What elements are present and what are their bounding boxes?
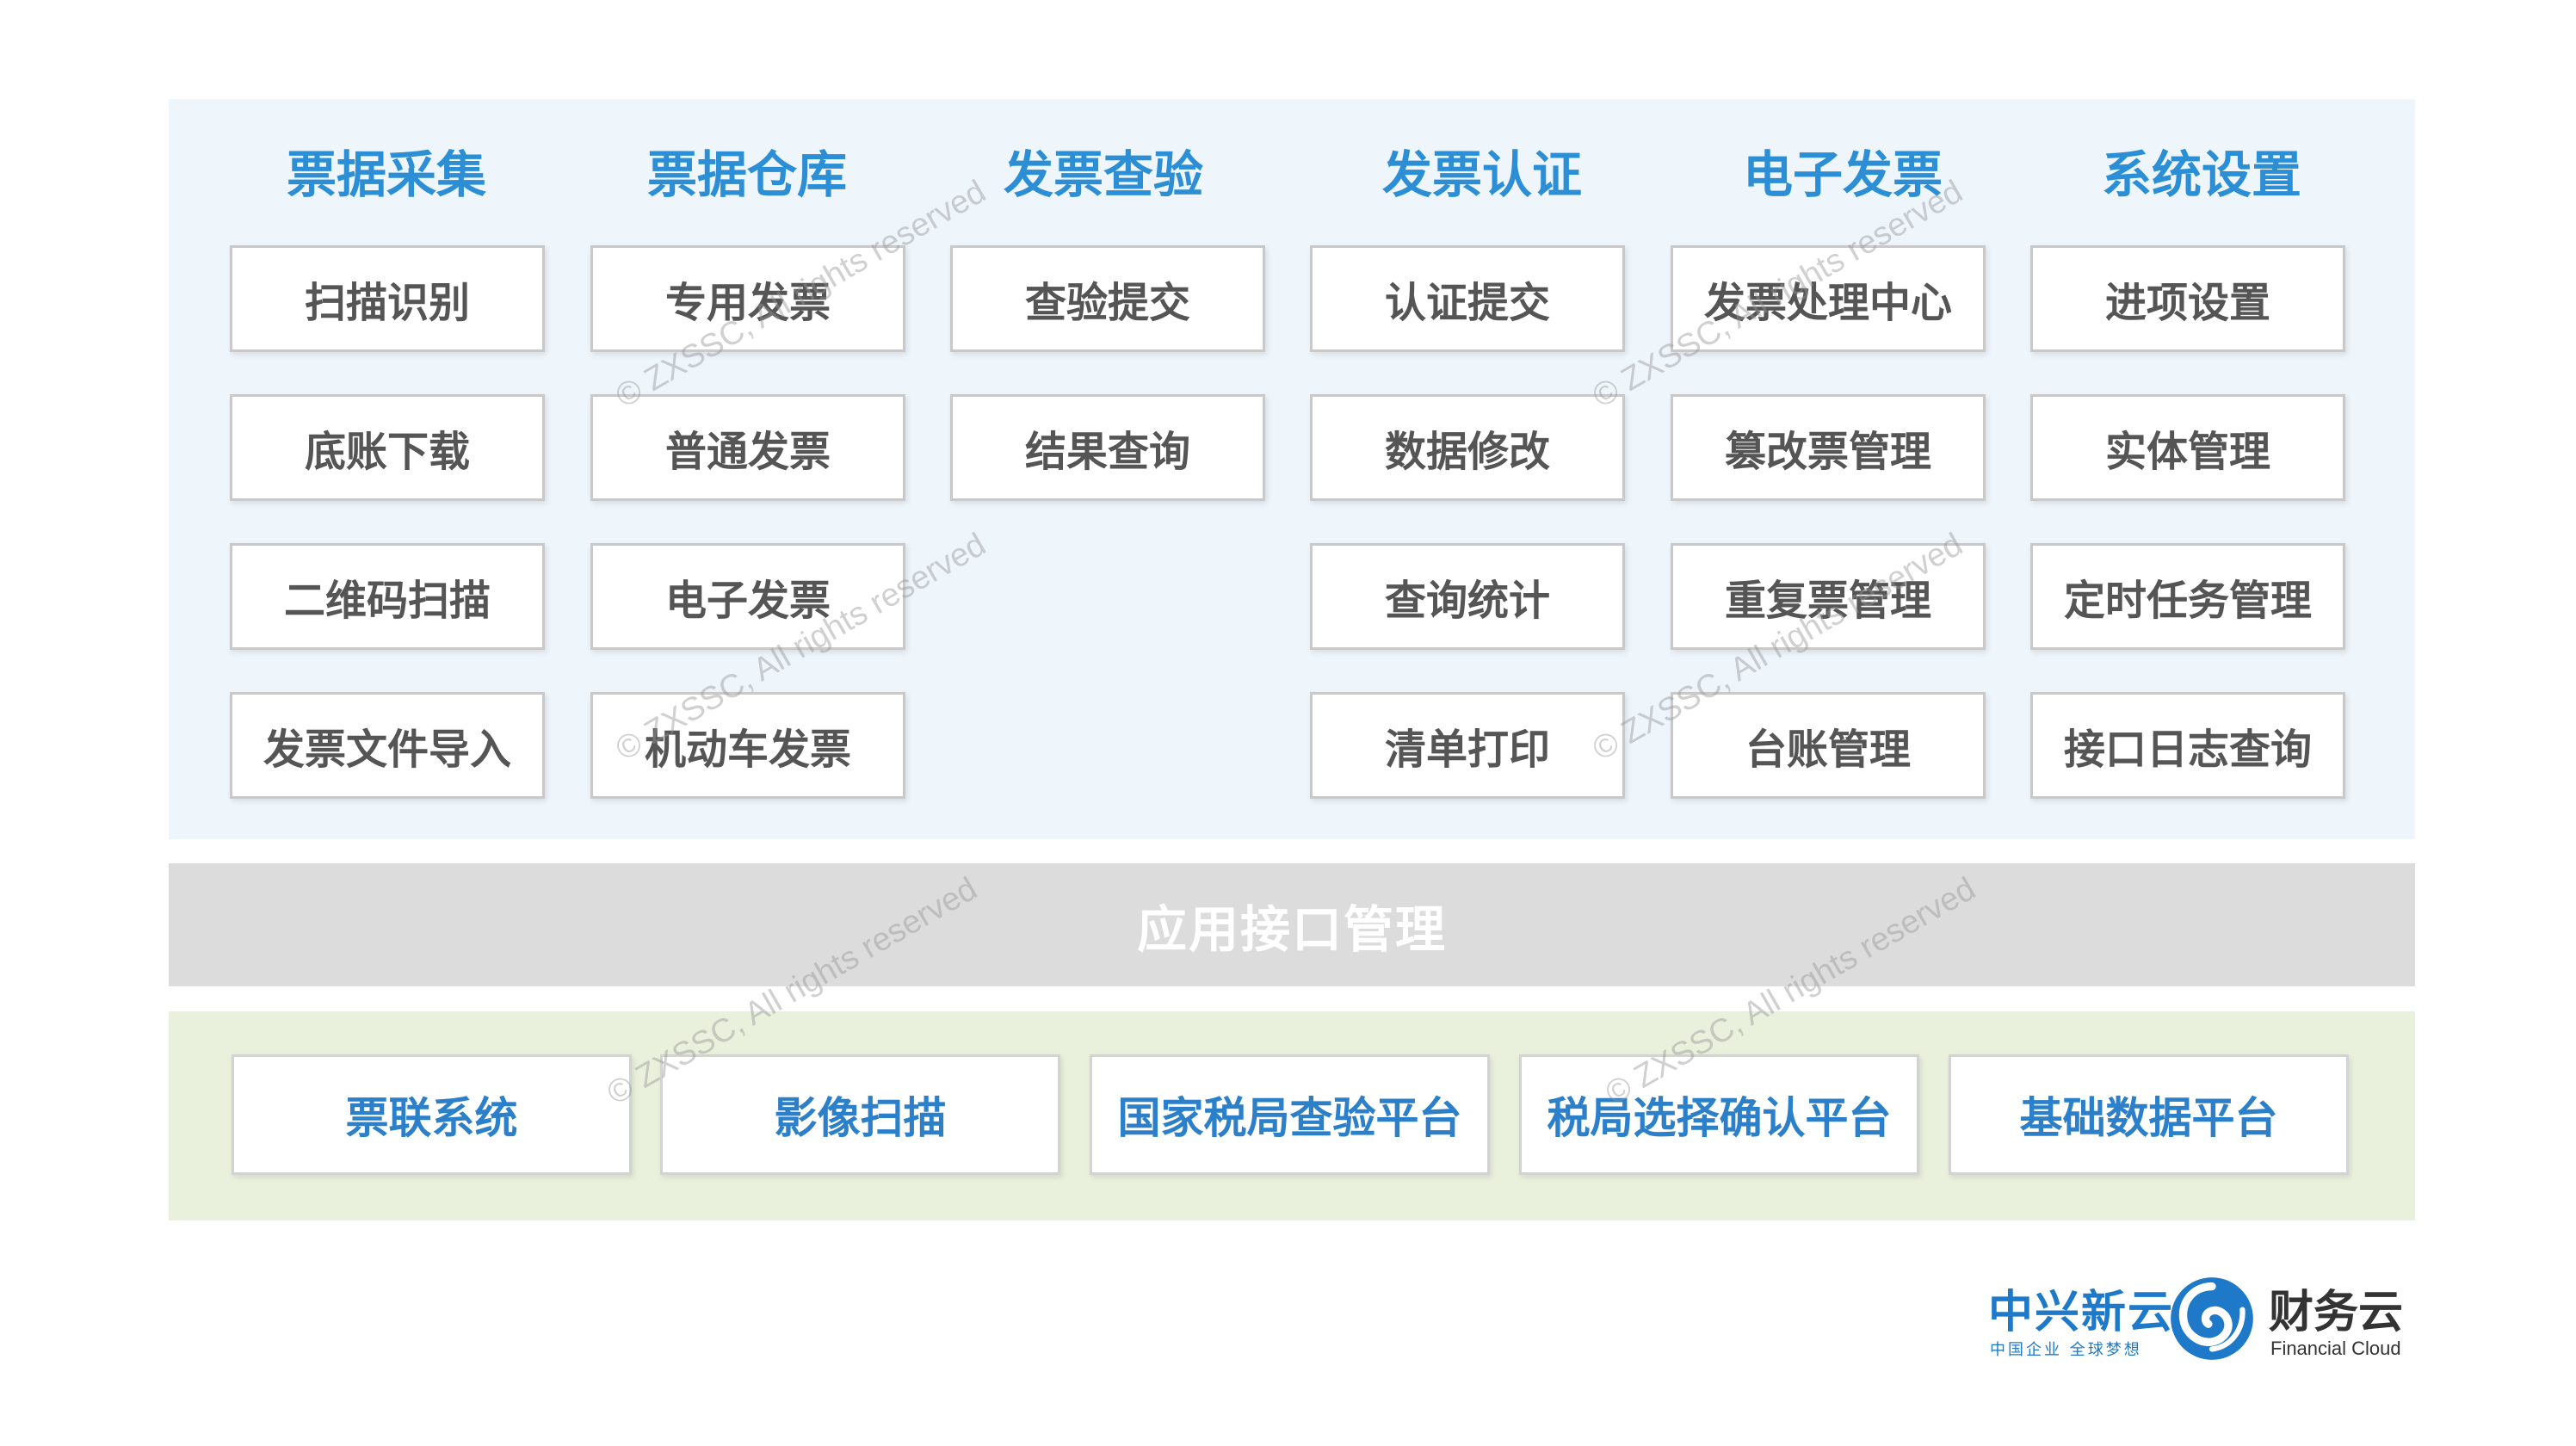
- module-data-modify[interactable]: 数据修改: [1310, 394, 1625, 501]
- cloud-swirl-icon: [2171, 1277, 2253, 1360]
- api-management-label: 应用接口管理: [1136, 899, 1447, 959]
- logo-cw-name: 财务云: [2269, 1287, 2404, 1338]
- module-query-statistics[interactable]: 查询统计: [1310, 543, 1625, 650]
- module-certification-submit[interactable]: 认证提交: [1310, 245, 1625, 352]
- module-scan-recognition[interactable]: 扫描识别: [230, 245, 545, 352]
- platform-image-scan[interactable]: 影像扫描: [660, 1054, 1060, 1175]
- company-logo: 中兴新云 中国企业 全球梦想 财务云 Financial Cloud: [1988, 1265, 2418, 1369]
- logo-zx-name: 中兴新云: [1988, 1287, 2175, 1338]
- module-invoice-file-import[interactable]: 发票文件导入: [230, 692, 545, 799]
- module-qrcode-scan[interactable]: 二维码扫描: [230, 543, 545, 650]
- module-electronic-invoice[interactable]: 电子发票: [590, 543, 905, 650]
- module-input-settings[interactable]: 进项设置: [2030, 245, 2345, 352]
- module-ledger-management[interactable]: 台账管理: [1671, 692, 1986, 799]
- external-platforms-area: 票联系统 影像扫描 国家税局查验平台 税局选择确认平台 基础数据平台: [169, 1011, 2415, 1220]
- platform-ticket-link-system[interactable]: 票联系统: [232, 1054, 632, 1175]
- module-invoice-processing-center[interactable]: 发票处理中心: [1671, 245, 1986, 352]
- logo-cw-subtitle: Financial Cloud: [2270, 1338, 2401, 1359]
- module-entity-management[interactable]: 实体管理: [2030, 394, 2345, 501]
- api-management-band: 应用接口管理: [169, 863, 2415, 986]
- module-result-query[interactable]: 结果查询: [950, 394, 1265, 501]
- column-header-system-settings: 系统设置: [2101, 145, 2301, 204]
- function-modules-area: 票据采集 票据仓库 发票查验 发票认证 电子发票 系统设置 扫描识别 底账下载 …: [169, 99, 2415, 839]
- module-scheduled-task-management[interactable]: 定时任务管理: [2030, 543, 2345, 650]
- module-list-print[interactable]: 清单打印: [1310, 692, 1625, 799]
- module-verification-submit[interactable]: 查验提交: [950, 245, 1265, 352]
- module-vehicle-invoice[interactable]: 机动车发票: [590, 692, 905, 799]
- column-header-bill-warehouse: 票据仓库: [646, 145, 847, 204]
- column-header-bill-collection: 票据采集: [286, 145, 486, 204]
- logo-zx-slogan: 中国企业 全球梦想: [1990, 1341, 2142, 1359]
- module-ledger-download[interactable]: 底账下载: [230, 394, 545, 501]
- column-header-invoice-verification: 发票查验: [1003, 145, 1203, 204]
- module-tampered-invoice-management[interactable]: 篡改票管理: [1671, 394, 1986, 501]
- platform-national-tax-verification[interactable]: 国家税局查验平台: [1090, 1054, 1490, 1175]
- module-duplicate-invoice-management[interactable]: 重复票管理: [1671, 543, 1986, 650]
- module-special-invoice[interactable]: 专用发票: [590, 245, 905, 352]
- platform-basic-data[interactable]: 基础数据平台: [1949, 1054, 2349, 1175]
- platform-tax-selection-confirmation[interactable]: 税局选择确认平台: [1519, 1054, 1919, 1175]
- module-interface-log-query[interactable]: 接口日志查询: [2030, 692, 2345, 799]
- module-ordinary-invoice[interactable]: 普通发票: [590, 394, 905, 501]
- column-header-invoice-certification: 发票认证: [1381, 145, 1582, 204]
- column-header-e-invoice: 电子发票: [1742, 145, 1943, 204]
